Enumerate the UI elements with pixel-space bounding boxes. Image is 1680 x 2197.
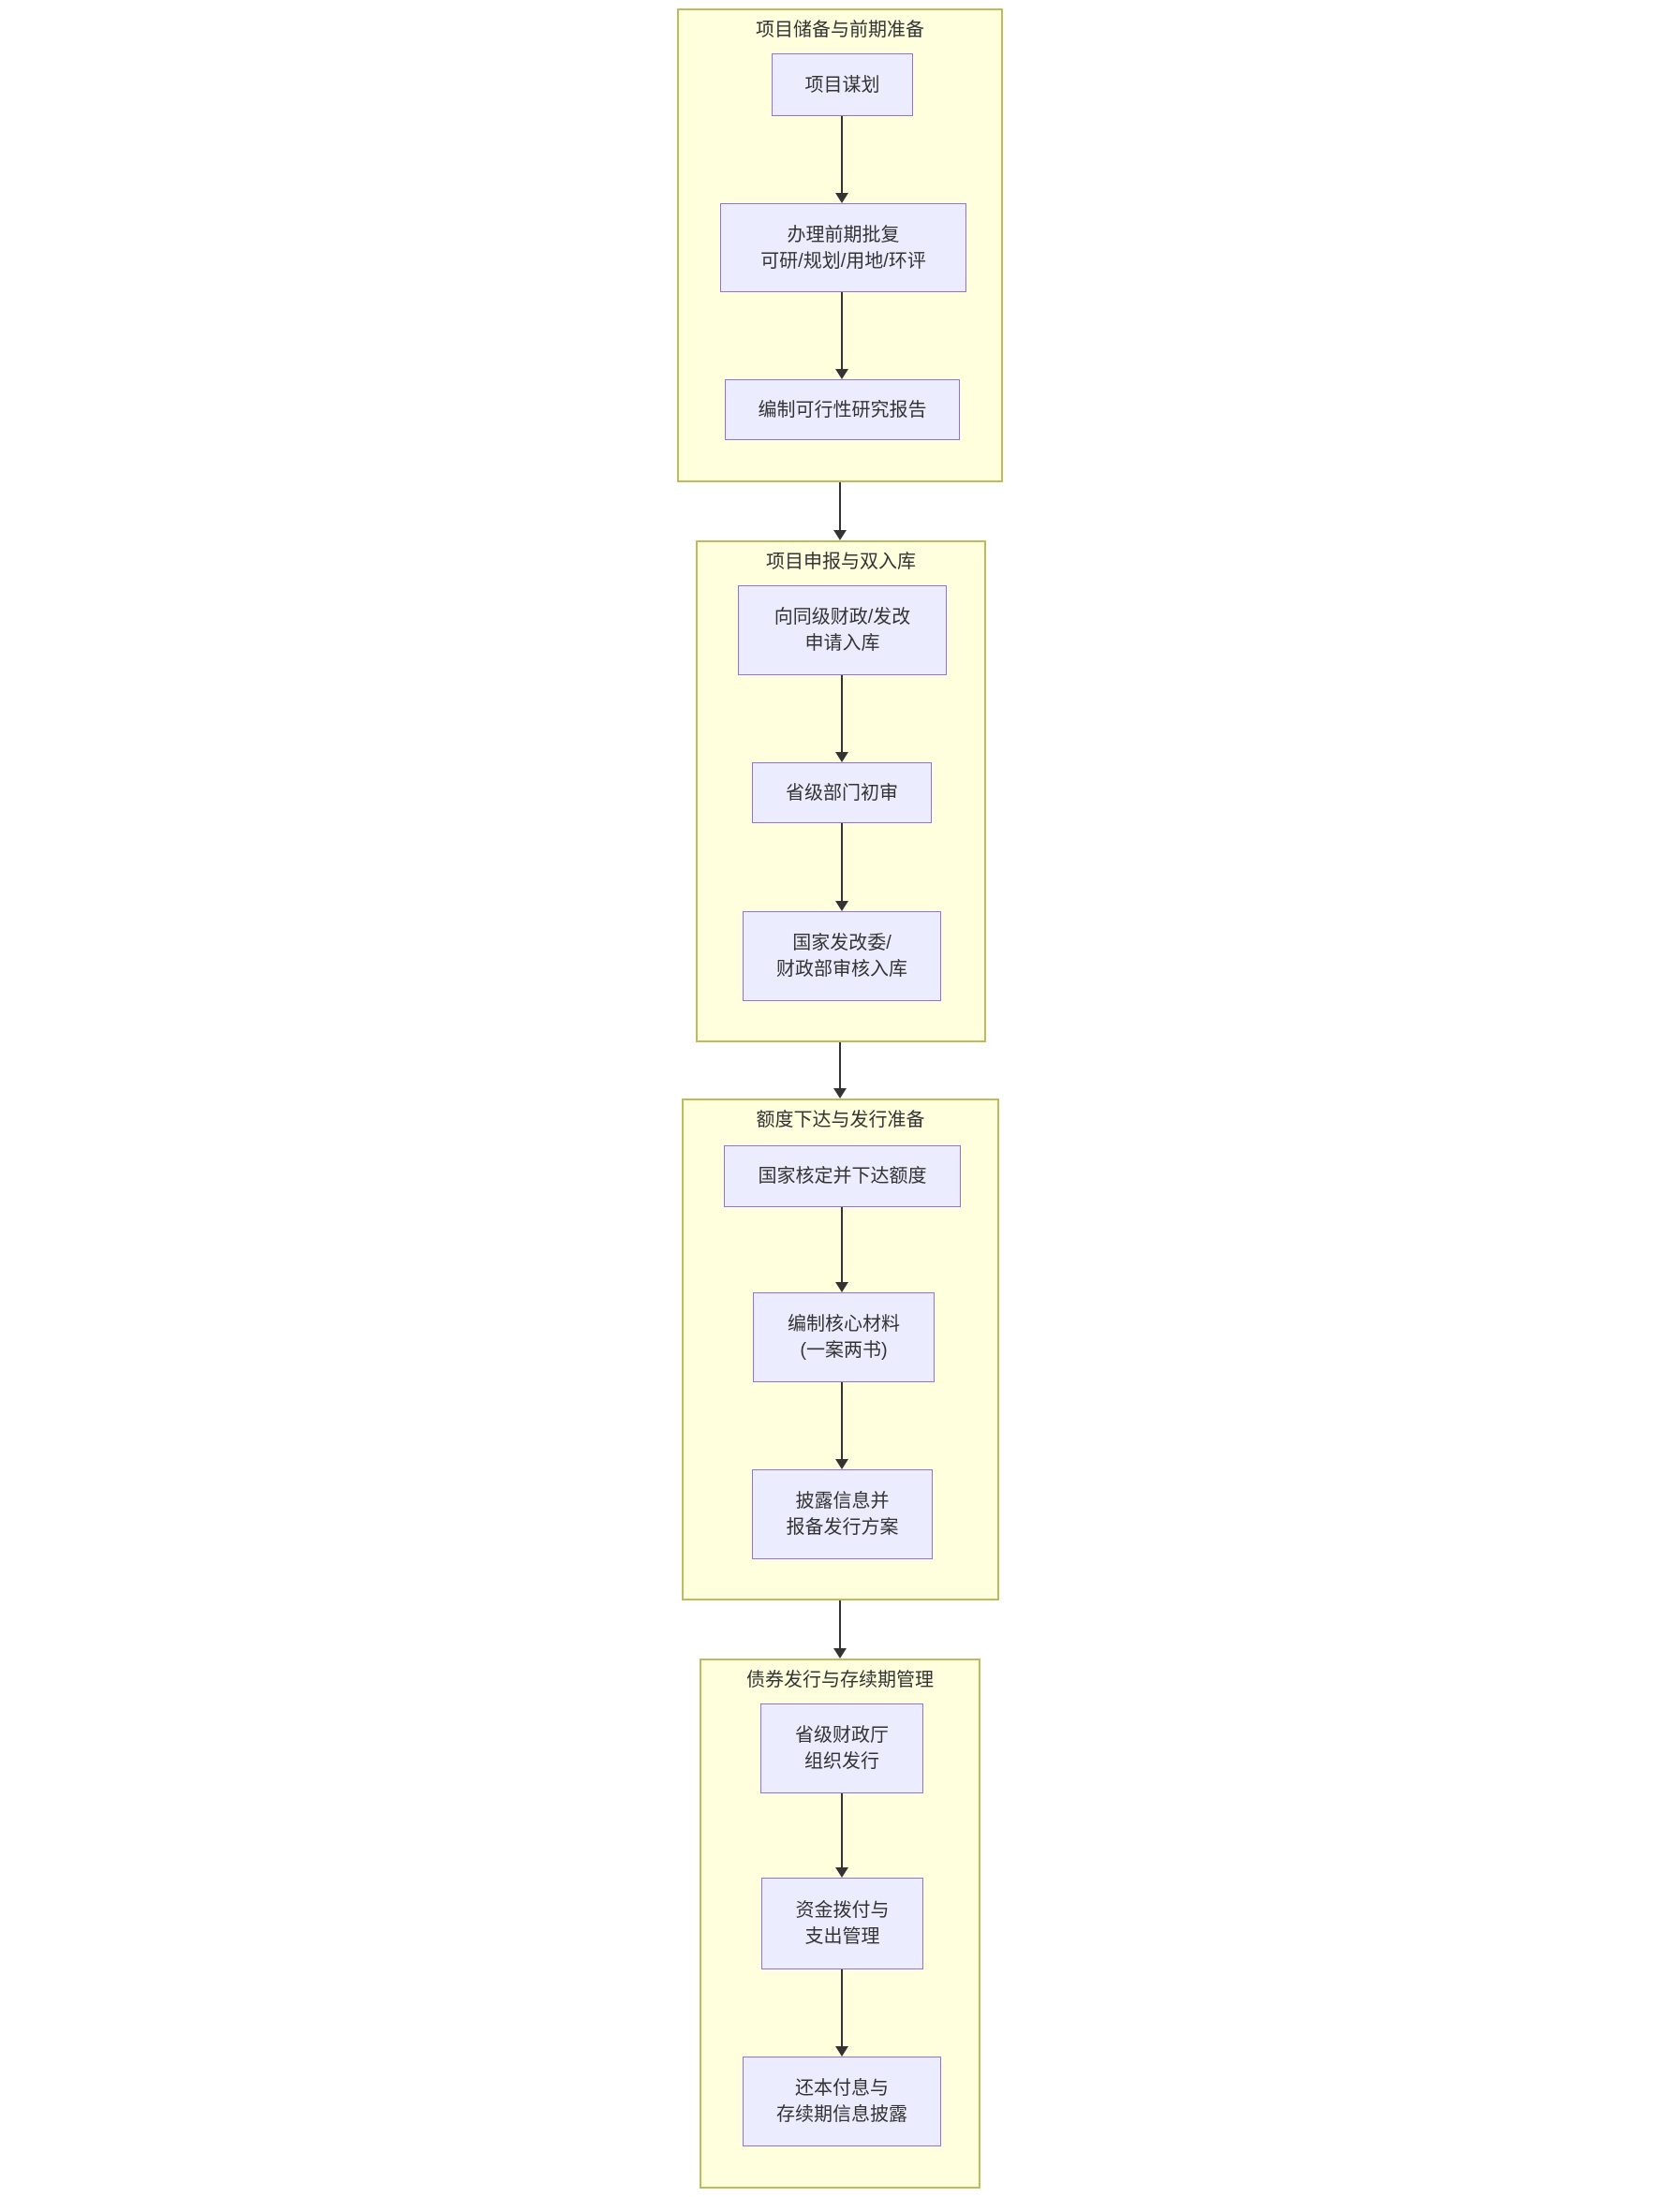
arrowhead-down-icon [835,1282,848,1292]
arrowhead-down-icon [835,369,848,379]
node-label: 编制核心材料 [788,1314,900,1334]
arrow-shaft [841,1969,843,2047]
node-label: 资金拨付与 [795,1900,890,1921]
arrow-shaft [841,1382,843,1460]
arrow-shaft [841,1207,843,1283]
node-provincial-issuance: 省级财政厅 组织发行 [760,1703,923,1793]
node-label: 国家发改委/ [792,933,892,953]
node-label: 报备发行方案 [786,1517,899,1538]
arrow-shaft [841,292,843,370]
node-provincial-initial-review: 省级部门初审 [752,762,932,823]
flow-arrow [835,116,848,203]
arrowhead-down-icon [833,1648,847,1659]
cluster-title: 项目储备与前期准备 [756,20,924,40]
node-repayment-disclosure: 还本付息与 存续期信息披露 [743,2057,941,2146]
node-label: 省级部门初审 [786,782,898,804]
arrow-shaft [841,116,843,194]
node-label: 财政部审核入库 [776,959,907,980]
arrowhead-down-icon [835,901,848,911]
node-core-materials: 编制核心材料 (一案两书) [753,1292,935,1382]
node-label: 办理前期批复 [787,224,900,245]
cluster-title: 债券发行与存续期管理 [746,1670,934,1690]
node-fund-disbursement: 资金拨付与 支出管理 [761,1878,923,1969]
node-feasibility-report: 编制可行性研究报告 [725,379,960,440]
flow-arrow [835,1793,848,1878]
cluster-project-application-dual-entry: 项目申报与双入库 向同级财政/发改 申请入库 省级部门初审 国家发改委/ 财政部… [696,540,986,1042]
node-project-planning: 项目谋划 [772,53,913,116]
node-quota-approved-issued: 国家核定并下达额度 [724,1145,961,1207]
flow-arrow [833,482,847,540]
arrow-shaft [841,675,843,753]
cluster-title: 项目申报与双入库 [766,552,916,572]
arrowhead-down-icon [833,530,847,540]
node-label: 可研/规划/用地/环评 [760,250,926,272]
cluster-bond-issuance-management: 债券发行与存续期管理 省级财政厅 组织发行 资金拨付与 支出管理 还本付息与 存… [700,1659,980,2189]
node-label: 项目谋划 [804,74,880,96]
arrow-shaft [839,482,841,531]
node-label: 存续期信息披露 [776,2104,907,2125]
node-apply-to-finance-ndrc: 向同级财政/发改 申请入库 [738,585,947,675]
flow-arrow [833,1600,847,1659]
node-label: 编制可行性研究报告 [758,399,927,420]
node-label: 国家核定并下达额度 [758,1166,927,1187]
arrow-shaft [841,1793,843,1868]
flow-arrow [835,823,848,911]
flow-arrow [835,1969,848,2057]
flow-arrow [835,1207,848,1292]
arrowhead-down-icon [835,1459,848,1469]
node-label: 向同级财政/发改 [774,607,911,627]
node-label: 还本付息与 [795,2078,889,2099]
arrowhead-down-icon [835,752,848,762]
cluster-title: 额度下达与发行准备 [756,1110,925,1130]
node-label: 省级财政厅 [795,1725,889,1746]
node-label: 支出管理 [804,1926,880,1947]
arrow-shaft [839,1042,841,1089]
flow-arrow [835,675,848,762]
arrowhead-down-icon [833,1088,847,1098]
node-disclosure-filing: 披露信息并 报备发行方案 [752,1469,933,1559]
flow-arrow [835,292,848,379]
arrowhead-down-icon [835,2046,848,2057]
cluster-project-reserve-preparation: 项目储备与前期准备 项目谋划 办理前期批复 可研/规划/用地/环评 编制可行性研… [677,8,1003,482]
node-label: 组织发行 [804,1751,879,1772]
arrowhead-down-icon [835,193,848,203]
node-preliminary-approvals: 办理前期批复 可研/规划/用地/环评 [720,203,966,292]
node-label: (一案两书) [800,1340,888,1361]
arrow-shaft [839,1600,841,1649]
flow-arrow [835,1382,848,1469]
cluster-quota-issuance-preparation: 额度下达与发行准备 国家核定并下达额度 编制核心材料 (一案两书) 披露信息并 … [682,1098,999,1600]
node-national-review-entry: 国家发改委/ 财政部审核入库 [743,911,941,1001]
arrowhead-down-icon [835,1867,848,1878]
arrow-shaft [841,823,843,902]
node-label: 披露信息并 [795,1491,890,1511]
flow-arrow [833,1042,847,1098]
node-label: 申请入库 [804,633,880,654]
